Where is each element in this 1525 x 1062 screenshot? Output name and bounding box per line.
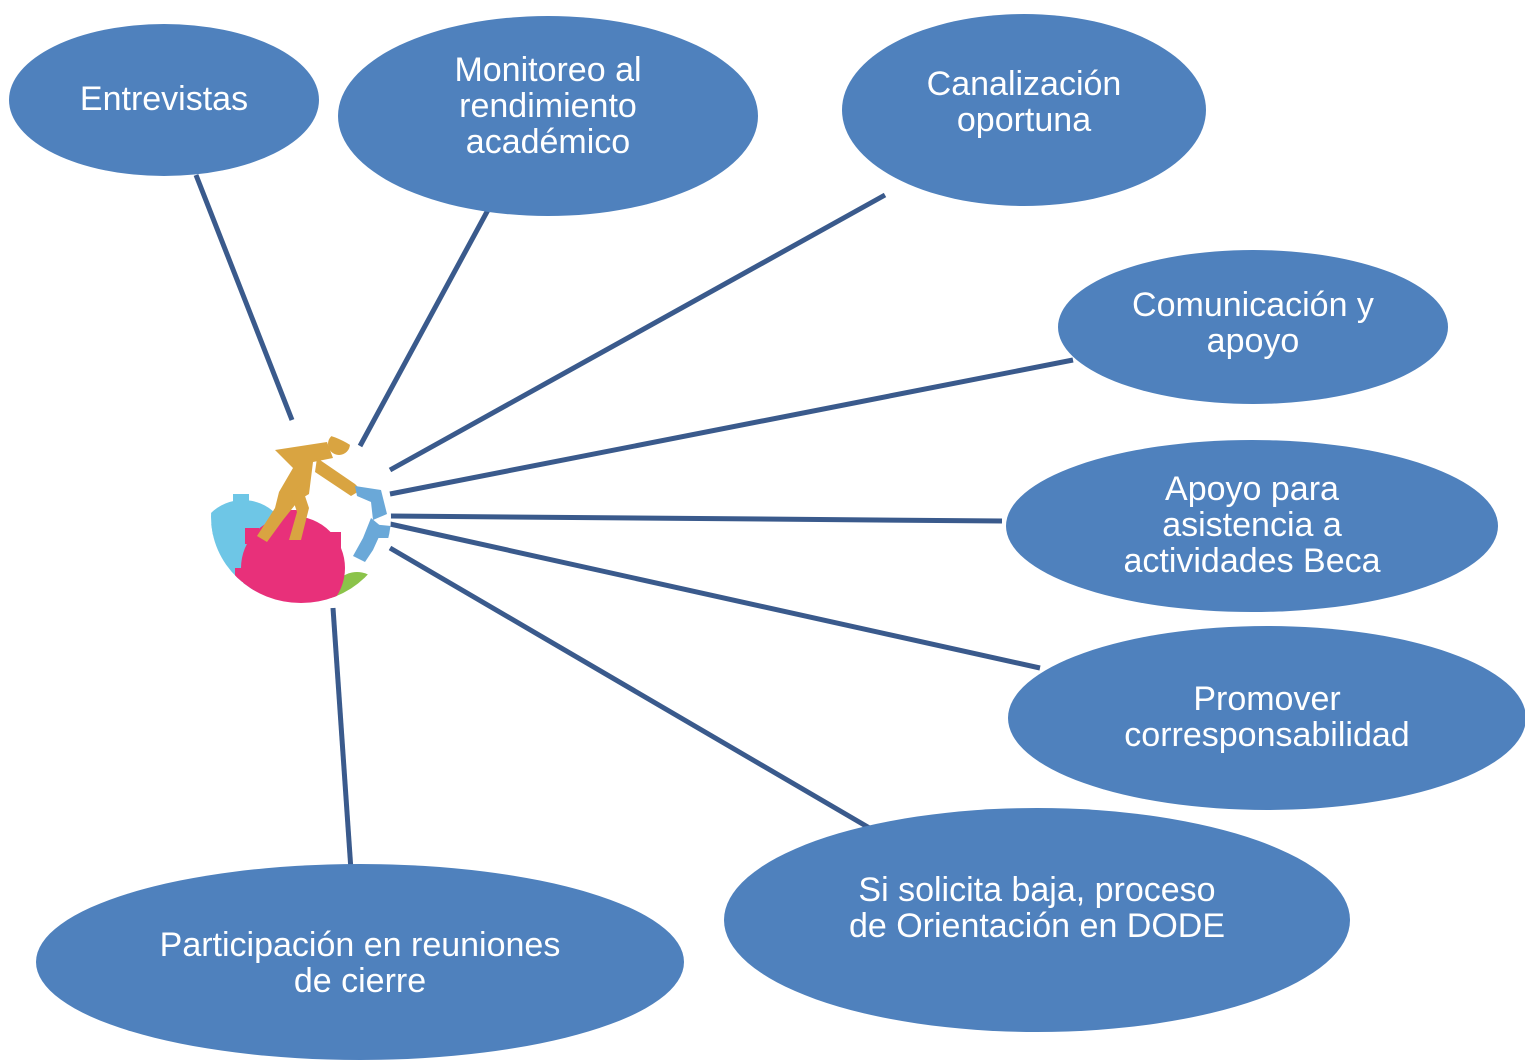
node-label: Entrevistas [79, 80, 249, 119]
node-promover: Promover corresponsabilidad [1008, 626, 1525, 810]
node-entrevistas: Entrevistas [9, 24, 319, 176]
connector-apoyo-asistencia [389, 513, 1003, 524]
node-apoyo-asistencia: Apoyo para asistencia a actividades Beca [1006, 440, 1498, 612]
people-climbing-gears-icon [211, 431, 391, 603]
node-baja: Si solicita baja, proceso de Orientación… [724, 808, 1350, 1032]
connector-participacion [330, 607, 355, 886]
connector-comunicacion [389, 357, 1074, 497]
node-label: Promover corresponsabilidad [1124, 680, 1410, 754]
connector-baja [388, 545, 880, 836]
node-monitoreo: Monitoreo al rendimiento académico [338, 16, 758, 216]
node-label: Si solicita baja, proceso de Orientación… [848, 871, 1226, 945]
connector-entrevistas [193, 174, 295, 421]
node-label: Canalización oportuna [926, 65, 1122, 139]
node-participacion: Participación en reuniones de cierre [36, 864, 684, 1060]
node-label: Comunicación y apoyo [1132, 286, 1374, 360]
node-canalizacion: Canalización oportuna [842, 14, 1206, 206]
blue-figure [353, 486, 391, 562]
gold-figure [257, 433, 361, 542]
node-label: Participación en reuniones de cierre [159, 926, 561, 1000]
node-label: Monitoreo al rendimiento académico [454, 51, 642, 161]
node-comunicacion: Comunicación y apoyo [1058, 250, 1448, 404]
connector-canalizacion [388, 192, 887, 473]
connector-monitoreo [357, 195, 498, 448]
node-label: Apoyo para asistencia a actividades Beca [1123, 470, 1381, 580]
connector-promover [389, 521, 1041, 671]
